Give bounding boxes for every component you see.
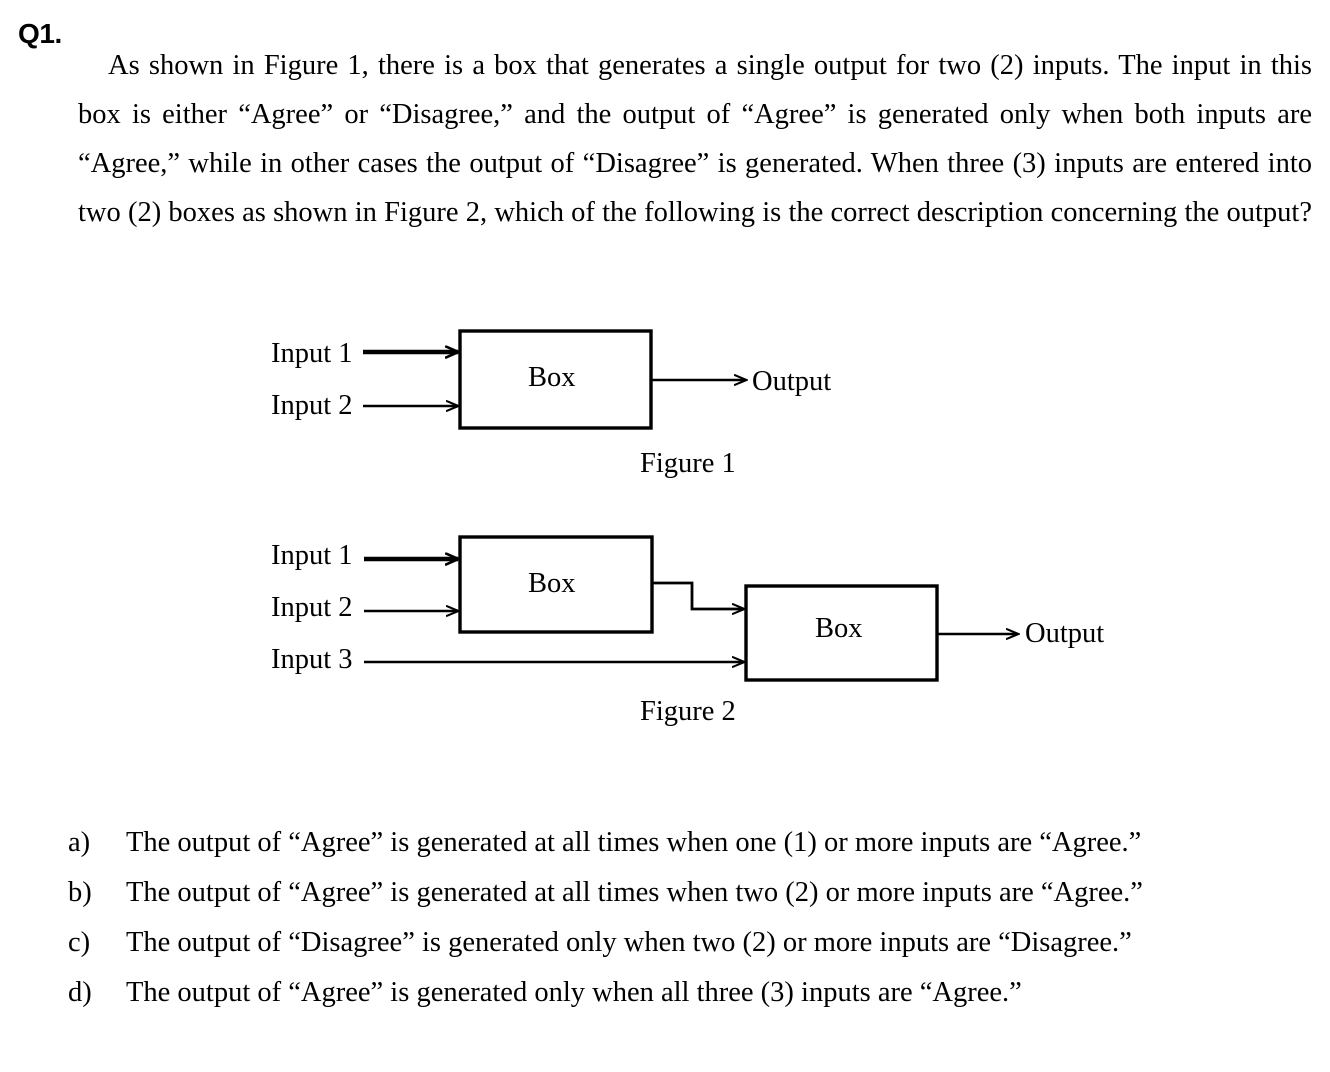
figure2-box2-shape <box>744 584 939 682</box>
figure1-input1-label: Input 1 <box>271 338 353 369</box>
question-number: Q1. <box>18 18 62 49</box>
option-d-text: The output of “Agree” is generated only … <box>126 977 1022 1008</box>
figure1-caption: Figure 1 <box>640 448 736 479</box>
answer-options-list: a) The output of “Agree” is generated at… <box>68 818 1318 1018</box>
option-c-marker: c) <box>68 927 91 958</box>
figure2-input2-label: Input 2 <box>271 592 353 623</box>
figure2-input1-label: Input 1 <box>271 540 353 571</box>
figure1-input2-label: Input 2 <box>271 390 353 421</box>
question-stem: Q1. As shown in Figure 1, there is a box… <box>18 12 1312 314</box>
option-d-marker: d) <box>68 977 92 1008</box>
option-a-marker: a) <box>68 827 91 858</box>
figure1-output-label: Output <box>752 366 832 397</box>
figure2-output-label: Output <box>1025 618 1105 649</box>
figure2-input3-label: Input 3 <box>271 644 353 675</box>
figure2-interconnect-arrow <box>653 581 744 609</box>
figure2-box1-shape <box>458 535 654 634</box>
option-b[interactable]: b) The output of “Agree” is generated at… <box>68 868 1318 918</box>
question-text: As shown in Figure 1, there is a box tha… <box>78 49 1312 228</box>
figure-1-diagram <box>363 329 746 430</box>
option-b-text: The output of “Agree” is generated at al… <box>126 877 1143 908</box>
option-d[interactable]: d) The output of “Agree” is generated on… <box>68 968 1318 1018</box>
option-b-marker: b) <box>68 877 92 908</box>
figure2-box1-label: Box <box>528 568 576 599</box>
option-a[interactable]: a) The output of “Agree” is generated at… <box>68 818 1318 868</box>
option-a-text: The output of “Agree” is generated at al… <box>126 827 1142 858</box>
option-c[interactable]: c) The output of “Disagree” is generated… <box>68 918 1318 968</box>
figure2-box2-label: Box <box>815 613 863 644</box>
figure1-box-shape <box>458 329 653 430</box>
figure-2-diagram <box>364 535 1018 682</box>
figure2-caption: Figure 2 <box>640 696 736 727</box>
figure1-box-label: Box <box>528 362 576 393</box>
option-c-text: The output of “Disagree” is generated on… <box>126 927 1132 958</box>
